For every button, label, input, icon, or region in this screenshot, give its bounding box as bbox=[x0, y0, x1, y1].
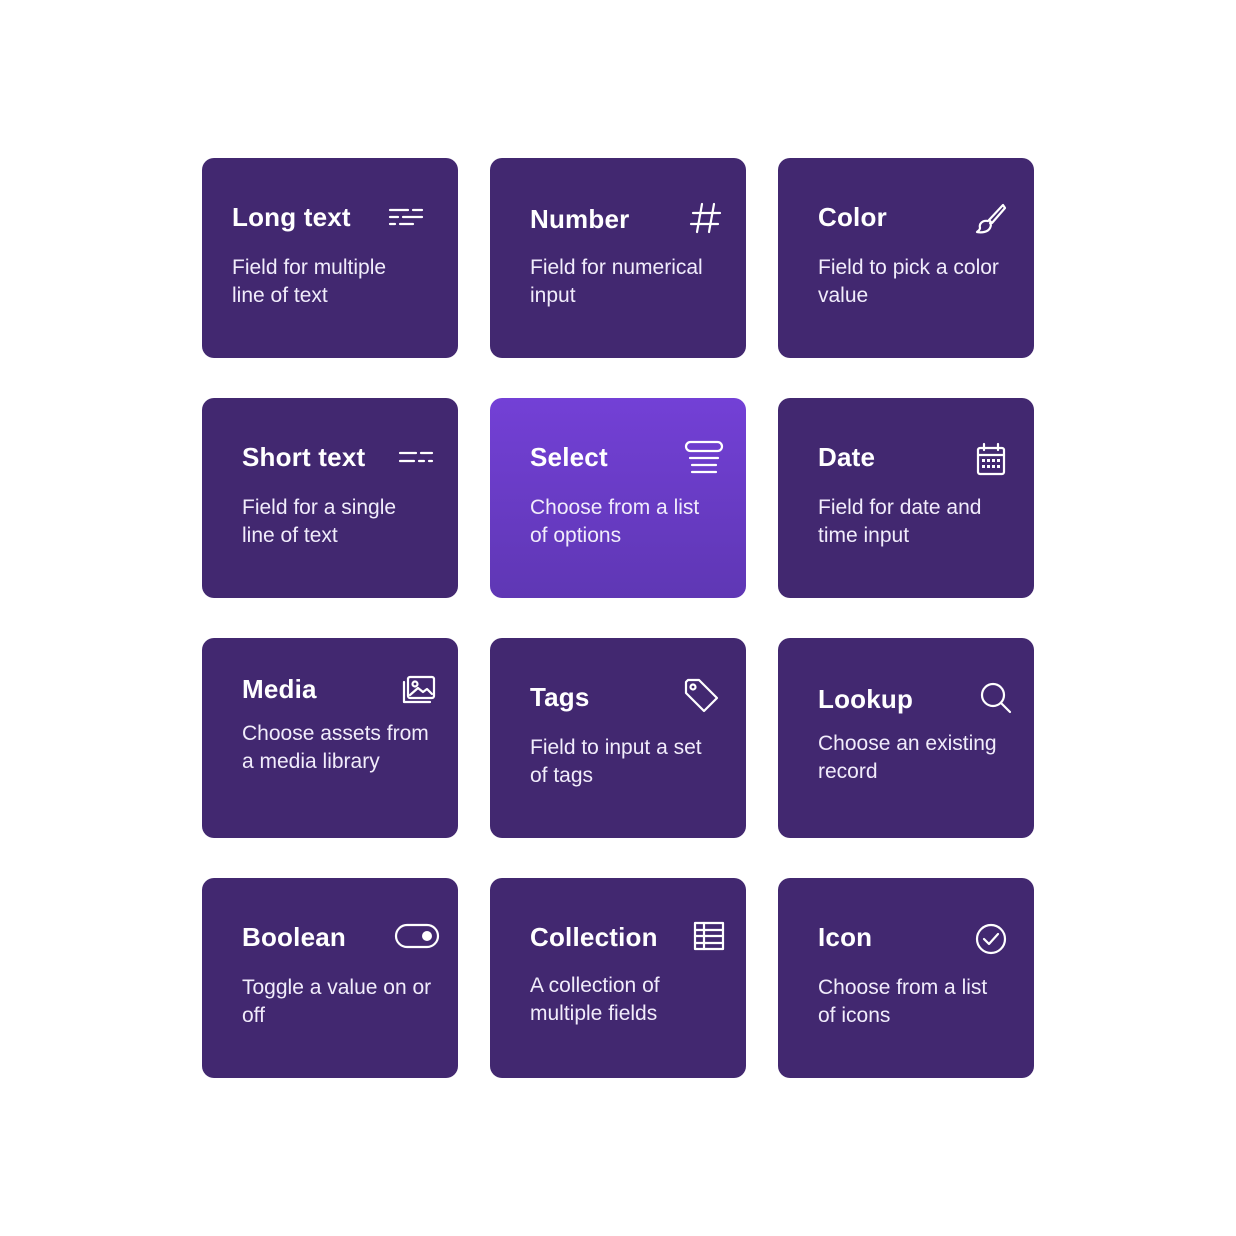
card-description: Field for a single line of text bbox=[242, 496, 397, 547]
card-title: Media bbox=[242, 674, 317, 704]
card-description: Choose assets from a media library bbox=[242, 722, 429, 773]
card-description: Field for date and time input bbox=[818, 496, 982, 547]
field-type-card-date[interactable]: Date Field for date and time input bbox=[778, 398, 1034, 598]
table-icon bbox=[689, 916, 729, 956]
short-text-icon bbox=[396, 438, 436, 478]
card-title: Select bbox=[530, 442, 608, 472]
field-type-card-short-text[interactable]: Short text Field for a single line of te… bbox=[202, 398, 458, 598]
hash-icon bbox=[686, 198, 726, 238]
card-title: Boolean bbox=[242, 922, 346, 952]
card-description: Field for numerical input bbox=[530, 256, 703, 307]
card-title: Collection bbox=[530, 922, 658, 952]
toggle-icon bbox=[394, 916, 440, 956]
card-title: Lookup bbox=[818, 684, 914, 714]
card-description: Field to pick a color value bbox=[818, 256, 999, 307]
card-description: Toggle a value on or off bbox=[242, 976, 432, 1027]
card-description: Choose an existing record bbox=[818, 732, 997, 783]
card-description: Choose from a list of icons bbox=[818, 976, 988, 1027]
tag-icon bbox=[682, 676, 722, 716]
card-description: Field to input a set of tags bbox=[530, 736, 702, 787]
image-gallery-icon bbox=[398, 670, 438, 710]
long-text-icon bbox=[386, 198, 426, 238]
card-description: Field for multiple line of text bbox=[232, 256, 387, 307]
search-icon bbox=[976, 678, 1016, 718]
card-description: A collection of multiple fields bbox=[530, 974, 660, 1025]
field-type-card-color[interactable]: Color Field to pick a color value bbox=[778, 158, 1034, 358]
card-title: Color bbox=[818, 202, 887, 232]
field-type-card-lookup[interactable]: Lookup Choose an existing record bbox=[778, 638, 1034, 838]
card-title: Long text bbox=[232, 202, 351, 232]
select-list-icon bbox=[684, 438, 724, 478]
field-type-card-select[interactable]: Select Choose from a list of options bbox=[490, 398, 746, 598]
field-type-card-icon[interactable]: Icon Choose from a list of icons bbox=[778, 878, 1034, 1078]
field-type-card-collection[interactable]: Collection A collection of multiple fiel… bbox=[490, 878, 746, 1078]
field-type-card-long-text[interactable]: Long text Field for multiple line of tex… bbox=[202, 158, 458, 358]
paintbrush-icon bbox=[970, 198, 1010, 238]
card-description: Choose from a list of options bbox=[530, 496, 700, 547]
field-type-card-number[interactable]: Number Field for numerical input bbox=[490, 158, 746, 358]
field-type-card-boolean[interactable]: Boolean Toggle a value on or off bbox=[202, 878, 458, 1078]
card-title: Icon bbox=[818, 922, 873, 952]
field-type-card-tags[interactable]: Tags Field to input a set of tags bbox=[490, 638, 746, 838]
card-title: Date bbox=[818, 442, 876, 472]
card-title: Number bbox=[530, 204, 630, 234]
calendar-icon bbox=[971, 440, 1011, 480]
field-type-card-media[interactable]: Media Choose assets from a media library bbox=[202, 638, 458, 838]
card-title: Short text bbox=[242, 442, 366, 472]
check-circle-icon bbox=[971, 918, 1011, 958]
card-title: Tags bbox=[530, 682, 590, 712]
